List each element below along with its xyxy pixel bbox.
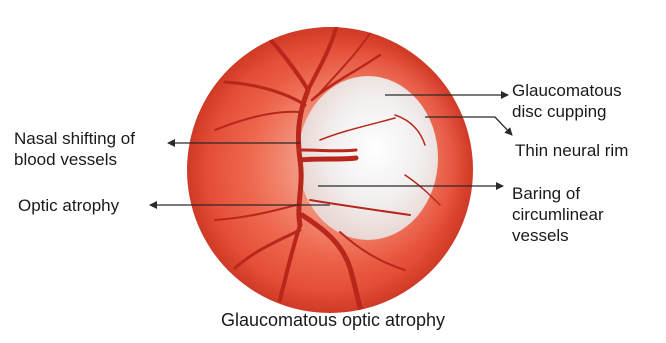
- label-optic-atrophy: Optic atrophy: [18, 195, 119, 216]
- label-nasal-shifting: Nasal shifting of blood vessels: [14, 128, 135, 170]
- label-thin-neural-rim: Thin neural rim: [515, 140, 628, 161]
- label-baring-vessels: Baring of circumlinear vessels: [512, 183, 604, 246]
- figure-caption: Glaucomatous optic atrophy: [0, 310, 666, 331]
- label-glaucomatous-cupping: Glaucomatous disc cupping: [512, 80, 622, 122]
